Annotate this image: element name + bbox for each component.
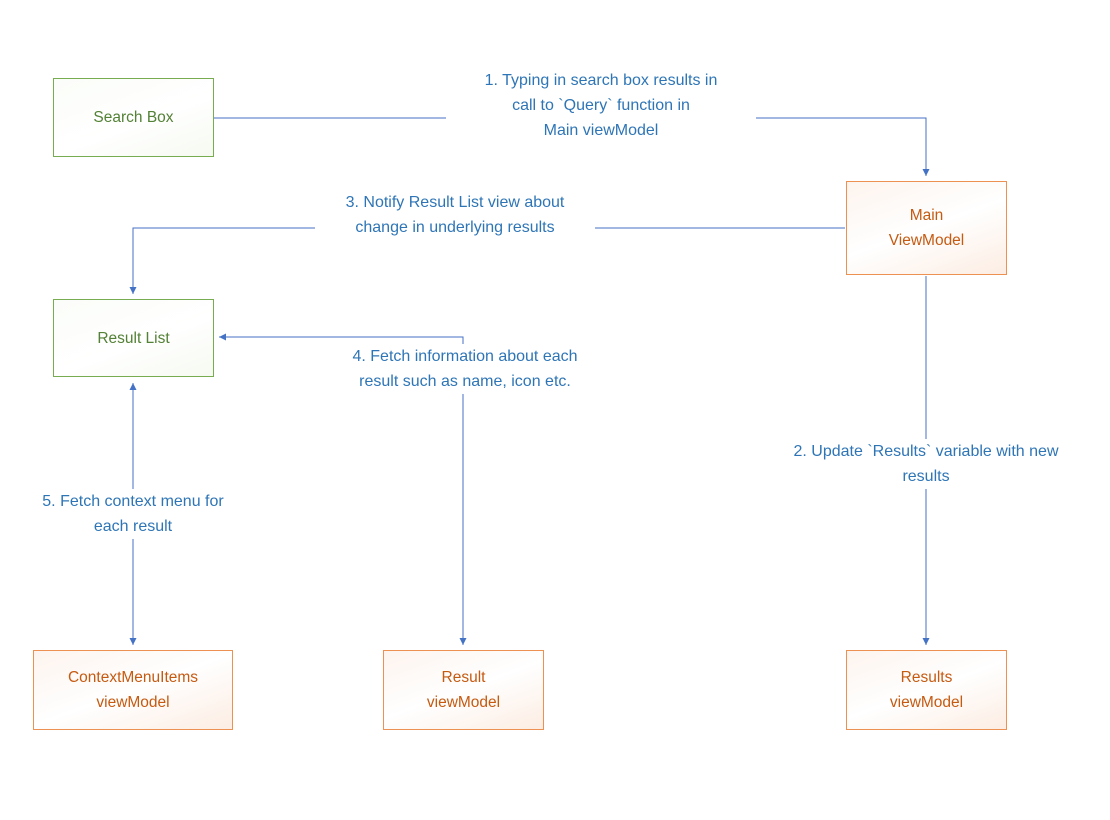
- annotation-line: each result: [93, 518, 173, 535]
- annotation-line: 2. Update `Results` variable with new: [793, 443, 1059, 460]
- node-label: Main: [909, 207, 944, 224]
- node-label: Search Box: [93, 109, 174, 126]
- node-search-box: Search Box: [53, 78, 214, 157]
- annotation-step-3: 3. Notify Result List view about change …: [315, 190, 595, 240]
- node-result-viewmodel: Result viewModel: [383, 650, 544, 730]
- node-label: viewModel: [426, 694, 501, 711]
- node-label: viewModel: [96, 694, 170, 711]
- annotation-step-2: 2. Update `Results` variable with new re…: [761, 439, 1091, 489]
- annotation-line: 1. Typing in search box results in: [484, 72, 718, 89]
- annotation-line: 3. Notify Result List view about: [345, 194, 565, 211]
- annotation-step-4: 4. Fetch information about each result s…: [325, 344, 605, 394]
- node-results-viewmodel: Results viewModel: [846, 650, 1007, 730]
- node-label: Result List: [97, 329, 170, 347]
- annotation-line: 5. Fetch context menu for: [42, 493, 224, 510]
- annotation-line: 4. Fetch information about each: [352, 348, 578, 365]
- annotation-step-1: 1. Typing in search box results in call …: [446, 68, 756, 143]
- node-main-viewmodel: Main ViewModel: [846, 181, 1007, 275]
- annotation-line: Main viewModel: [543, 122, 659, 139]
- arrow-step-4: [219, 333, 467, 645]
- node-label: viewModel: [889, 694, 964, 711]
- node-label: Results: [900, 669, 953, 686]
- annotation-step-5: 5. Fetch context menu for each result: [18, 489, 248, 539]
- node-label: Result: [441, 669, 486, 686]
- node-result-list: Result List: [53, 299, 214, 377]
- annotation-line: result such as name, icon etc.: [359, 373, 571, 390]
- node-contextmenuitems-viewmodel: ContextMenuItems viewModel: [33, 650, 233, 730]
- node-label: ContextMenuItems: [67, 669, 199, 686]
- node-label: ViewModel: [888, 232, 965, 249]
- annotation-line: call to `Query` function in: [512, 97, 690, 114]
- arrow-step-3: [129, 227, 845, 294]
- annotation-line: results: [902, 468, 950, 485]
- annotation-line: change in underlying results: [355, 219, 555, 236]
